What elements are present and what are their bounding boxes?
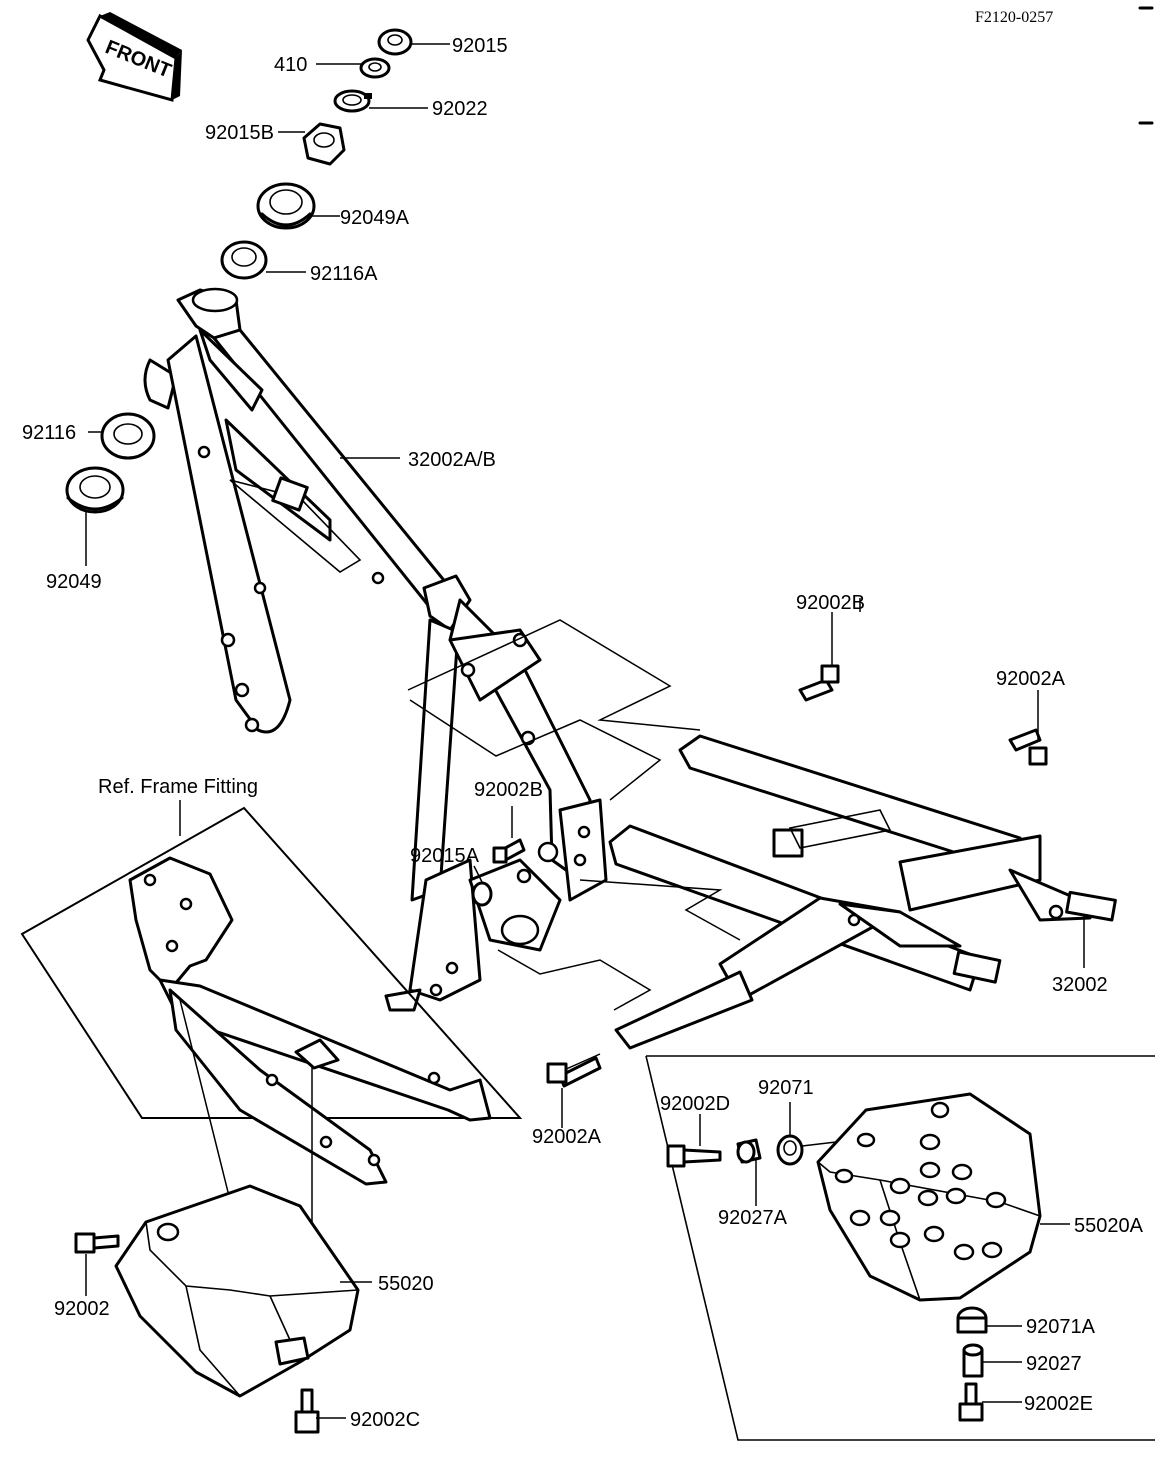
nut-92015 [377,28,413,56]
lock-washer-92022 [333,89,372,113]
label-92002C: 92002C [350,1409,420,1431]
bolt-92002C [294,1388,320,1434]
label-92071: 92071 [758,1077,814,1099]
collar-92015A [471,881,493,907]
bolt-92002B-mid [492,838,526,864]
label-92022: 92022 [432,98,488,120]
label-92002A-bottom: 92002A [532,1126,602,1148]
grommet-92071 [776,1134,804,1166]
bolt-92002D [666,1144,722,1168]
bolt-92002A-bottom [546,1056,602,1088]
inset-skid-plate-55020A [645,1055,1155,1441]
label-92027A: 92027A [718,1207,788,1229]
label-92002A-right: 92002A [996,668,1066,690]
label-92049A: 92049A [340,207,410,229]
label-92002E: 92002E [1024,1393,1093,1415]
label-92002D: 92002D [660,1093,730,1115]
rear-subframe-32002 [608,734,1117,1050]
grommet-92071A [956,1306,988,1334]
nut-92015B [302,122,346,166]
steering-stem-parts [65,28,450,566]
drawing-code: F2120-0257 [975,9,1053,26]
part-number-labels: 92015 410 92022 92015B 92049A 92116A 921… [22,35,1144,1431]
label-92002: 92002 [54,1298,110,1320]
label-92027: 92027 [1026,1353,1082,1375]
bearing-race-92049A [256,182,316,230]
label-92071A: 92071A [1026,1316,1096,1338]
bolt-92002B-top [798,664,840,702]
label-55020A: 55020A [1074,1215,1144,1237]
label-32002: 32002 [1052,974,1108,996]
bearing-92116 [100,412,156,460]
front-arrow-icon: FRONT [86,12,182,102]
bearing-92116A [220,240,268,280]
bearing-race-92049 [65,466,125,514]
label-92002B-mid: 92002B [474,779,543,801]
inset-title: Ref. Frame Fitting [98,776,258,798]
label-92015: 92015 [452,35,508,57]
label-92002B-top: 92002B [796,592,865,614]
inset-ref-frame-fitting [20,800,523,1320]
collar-92027 [962,1343,984,1378]
collar-92027A [736,1138,762,1164]
label-410: 410 [274,54,307,76]
main-frame-32002AB [143,287,608,1012]
bolt-92002E [958,1382,984,1422]
label-92116A: 92116A [310,263,378,285]
label-55020: 55020 [378,1273,434,1295]
assembly-guide-lines [407,598,861,1071]
label-32002AB: 32002A/B [408,449,496,471]
label-92116: 92116 [22,422,76,444]
washer-410 [359,57,391,79]
bolt-92002A-right [1008,728,1048,766]
bolt-92002-left [74,1232,120,1254]
label-92015A: 92015A [410,845,480,867]
label-92015B: 92015B [205,122,274,144]
label-92049: 92049 [46,571,102,593]
skid-plate-55020 [114,1184,360,1398]
